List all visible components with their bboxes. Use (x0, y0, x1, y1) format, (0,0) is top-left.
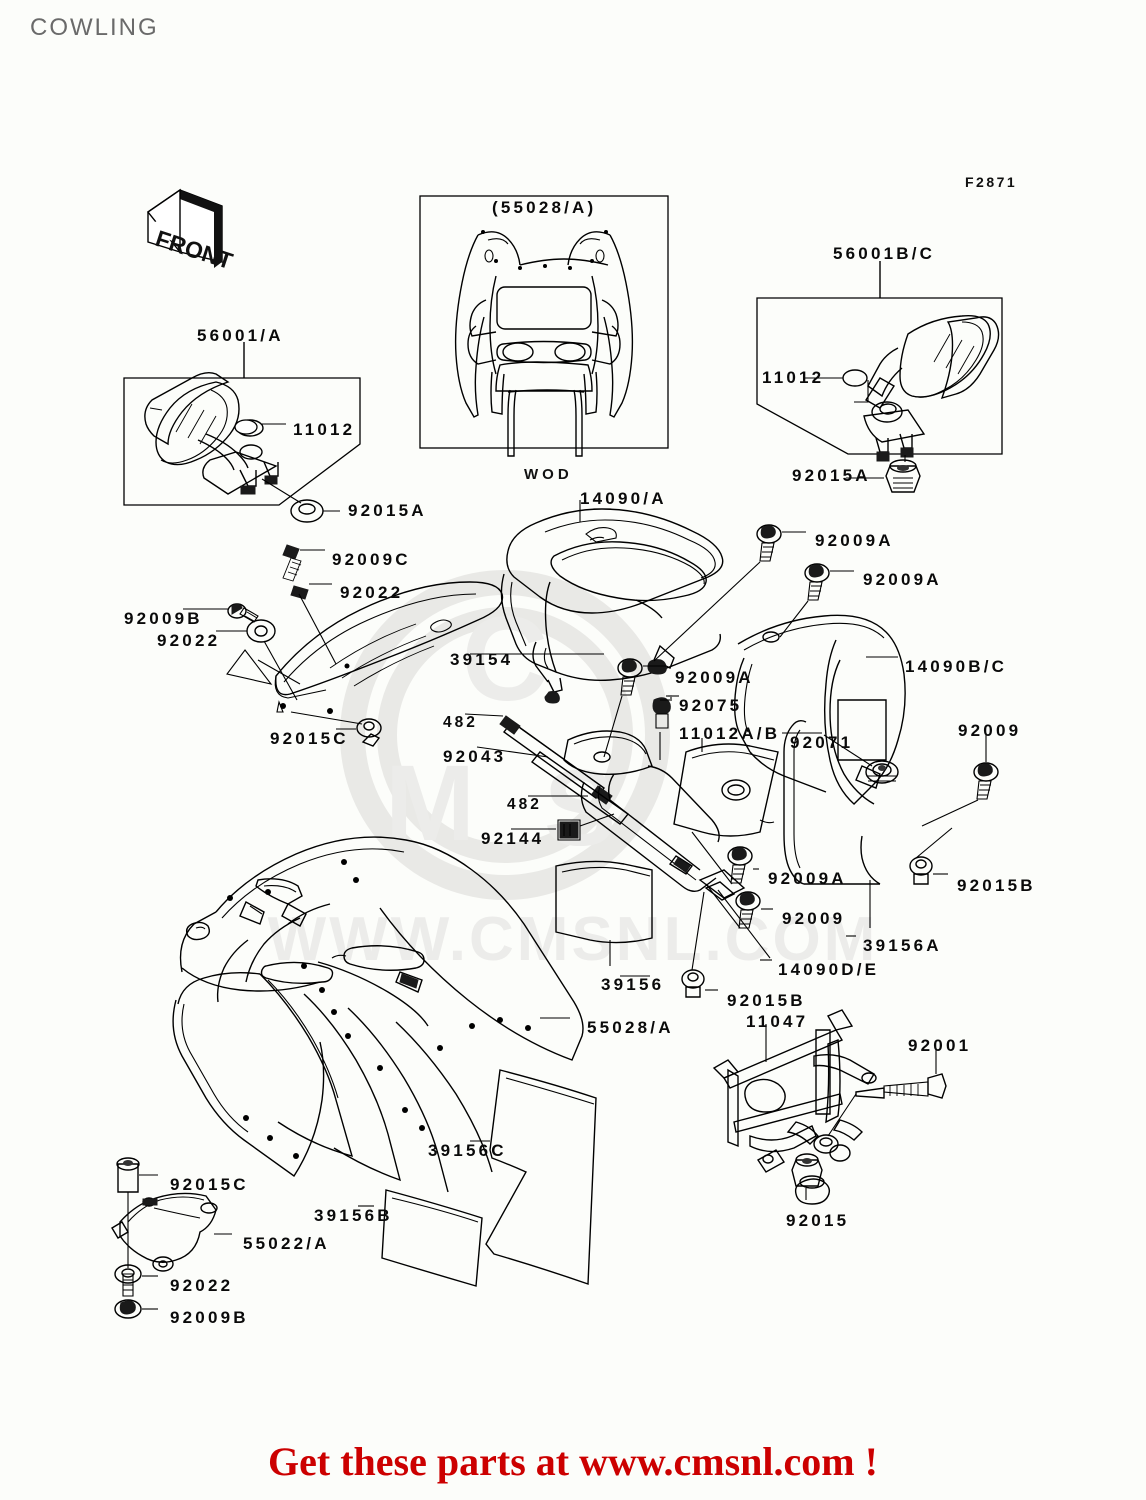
callout-14090bc: 14090B/C (905, 657, 1008, 676)
cap-11012ab (673, 738, 779, 837)
grommet-92071 (865, 760, 899, 784)
callout-39156: 39156 (601, 975, 665, 994)
callout-11012-right: 11012 (762, 368, 825, 387)
footer-promo: Get these parts at www.cmsnl.com ! (268, 1439, 878, 1484)
callout-39156b: 39156B (314, 1206, 393, 1225)
callout-14090de: 14090D/E (778, 960, 880, 979)
callout-55028a: 55028/A (587, 1018, 674, 1037)
callout-482-upper: 482 (443, 714, 478, 731)
nut-92015c-lower (116, 1157, 140, 1193)
bolt-92001 (855, 1073, 947, 1099)
callout-92015b-lower: 92015B (727, 991, 806, 1010)
callout-92015: 92015 (786, 1211, 850, 1230)
screw-92009-lower (735, 891, 761, 929)
screw-92009a-3 (617, 658, 643, 696)
callout-14090a: 14090/A (580, 489, 667, 508)
cover-14090a (500, 500, 724, 704)
nut-92015a-left (290, 499, 324, 523)
callout-92009b-lower: 92009B (170, 1308, 249, 1327)
watermark-text: WWW.CMSNL.COM (268, 905, 879, 974)
nut-92015a-right (885, 459, 921, 493)
callout-39154: 39154 (450, 650, 514, 669)
callout-92015a-left: 92015A (348, 501, 427, 520)
callout-92009b-upper: 92009B (124, 609, 203, 628)
callout-11012-left: 11012 (293, 420, 356, 439)
washer-92022-left (246, 619, 276, 643)
right-mirror-box (756, 297, 1003, 455)
bracket-11047 (712, 1009, 947, 1205)
nut-92015 (791, 1153, 823, 1187)
watermark-logo: C M S (340, 570, 670, 900)
callout-92022-top: 92022 (340, 583, 404, 602)
callout-92009a-1: 92009A (815, 531, 894, 550)
callout-92022-left: 92022 (157, 631, 221, 650)
cover-14090bc (733, 614, 999, 885)
screw-92009a-1 (756, 524, 782, 562)
right-mirror-drawing (804, 314, 1000, 493)
screw-92009a-2 (804, 563, 830, 601)
left-mirror-box (123, 377, 361, 506)
screw-92009b-upper (227, 603, 259, 623)
nut-92015b-right (909, 856, 933, 885)
callout-92015a-right: 92015A (792, 466, 871, 485)
callout-92075: 92075 (679, 696, 743, 715)
front-arrow-icon: FRONT (146, 188, 236, 274)
screw-92009c (282, 544, 302, 582)
screw-92009-right (973, 762, 999, 800)
screw-92009b-lower (114, 1273, 142, 1319)
svg-text:S: S (544, 747, 616, 868)
callout-56001bc: 56001B/C (833, 244, 936, 263)
callout-39156c: 39156C (428, 1141, 507, 1160)
callout-92022-bottom: 92022 (170, 1276, 234, 1295)
callout-inset-55028a: (55028/A) (492, 198, 597, 217)
callout-92009a-3: 92009A (675, 668, 754, 687)
callout-92009-lower: 92009 (782, 909, 846, 928)
callout-92144: 92144 (481, 829, 545, 848)
spring-92144 (557, 819, 581, 841)
cowling-55028a (172, 836, 584, 1193)
callout-11012ab: 11012A/B (679, 724, 781, 743)
screw-92009a-4 (727, 846, 753, 884)
callout-92015c-upper: 92015C (270, 729, 349, 748)
callout-56001-a: 56001/A (197, 326, 284, 345)
callout-92071: 92071 (790, 733, 854, 752)
callout-92015c-lower: 92015C (170, 1175, 249, 1194)
washer-92022-top (290, 585, 309, 600)
callout-92009a-2: 92009A (863, 570, 942, 589)
inset-cowling-drawing (454, 230, 634, 457)
diagram-code: F2871 (965, 174, 1018, 190)
trim-39156c (470, 1069, 597, 1285)
callout-482-lower: 482 (507, 796, 542, 813)
callout-11047: 11047 (746, 1012, 809, 1031)
windscreen-39154 (183, 544, 504, 747)
callout-92001: 92001 (908, 1036, 972, 1055)
callout-92015b-right: 92015B (957, 876, 1036, 895)
callout-92009-right: 92009 (958, 721, 1022, 740)
svg-text:M: M (385, 742, 475, 863)
duct-14090de (563, 695, 746, 901)
inset-caption: WOD (524, 466, 573, 483)
page-title: COWLING (30, 14, 159, 41)
callout-55022a: 55022/A (243, 1234, 330, 1253)
left-mirror-drawing (144, 371, 340, 523)
callout-39156a: 39156A (863, 936, 942, 955)
trim-39156 (555, 860, 653, 966)
nut-92015b-lower (681, 969, 705, 998)
callout-92009c: 92009C (332, 550, 411, 569)
stay-55022a (111, 1157, 232, 1319)
trim-39156b (358, 1189, 483, 1287)
callout-92043: 92043 (443, 747, 507, 766)
nut-92015c-upper (356, 718, 382, 747)
washer-92022-bottom (114, 1264, 142, 1284)
inset-box (419, 195, 669, 449)
trim-39156a (783, 719, 881, 928)
callout-92009a-4: 92009A (768, 869, 847, 888)
